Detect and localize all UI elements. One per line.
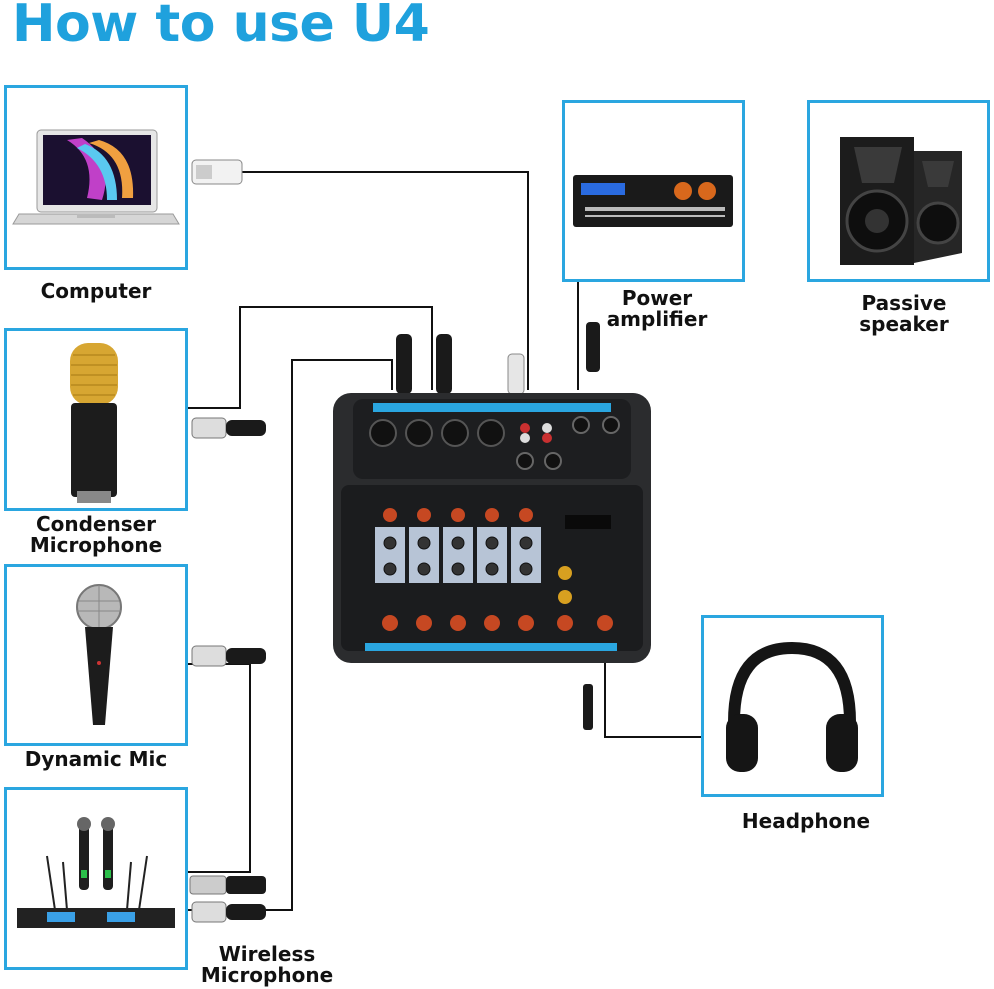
condenser-label: Condenser Microphone — [4, 514, 188, 556]
condenser-label-line1: Condenser — [35, 512, 157, 536]
passive-speaker-box — [807, 100, 990, 282]
condenser-box — [4, 328, 188, 511]
passive-speaker-label: Passive speaker — [840, 293, 968, 335]
page-title: How to use U4 — [12, 0, 430, 54]
wireless-label-line1: Wireless — [218, 942, 316, 966]
channel-strips — [375, 508, 613, 631]
wireless-microphone-receiver-icon — [17, 817, 175, 928]
usb-cable — [240, 171, 529, 390]
condenser-label-line2: Microphone — [29, 533, 163, 557]
jack-plug-icon — [189, 322, 600, 895]
power-label-line1: Power — [621, 286, 693, 310]
condenser-cable — [188, 306, 433, 409]
wireless-box — [4, 787, 188, 970]
mixer-device — [333, 393, 651, 663]
xlr-plug-icon — [191, 334, 525, 923]
headphone-cable — [604, 630, 701, 738]
wireless-label-line2: Microphone — [200, 963, 334, 987]
dynamic-microphone-icon — [76, 584, 122, 725]
headphone-box — [701, 615, 884, 797]
usb-plug-icon — [191, 159, 243, 185]
dynamic-box — [4, 564, 188, 746]
dynamic-cable — [188, 663, 251, 873]
power-label-line2: amplifier — [606, 307, 708, 331]
power-amplifier-icon — [573, 175, 733, 227]
headphone-icon — [726, 641, 858, 772]
laptop-icon — [12, 129, 180, 225]
power-amplifier-box — [562, 100, 745, 282]
headphone-label: Headphone — [741, 809, 871, 833]
passive-label-line1: Passive — [861, 291, 947, 315]
dynamic-label: Dynamic Mic — [24, 747, 168, 771]
passive-label-line2: speaker — [859, 312, 949, 336]
computer-box — [4, 85, 188, 270]
condenser-microphone-icon — [70, 343, 118, 503]
mixer-icon — [333, 393, 651, 663]
wireless-label: Wireless Microphone — [200, 944, 334, 986]
passive-speaker-icon — [840, 137, 962, 265]
computer-label: Computer — [40, 279, 152, 303]
power-amplifier-label: Power amplifier — [592, 288, 722, 330]
